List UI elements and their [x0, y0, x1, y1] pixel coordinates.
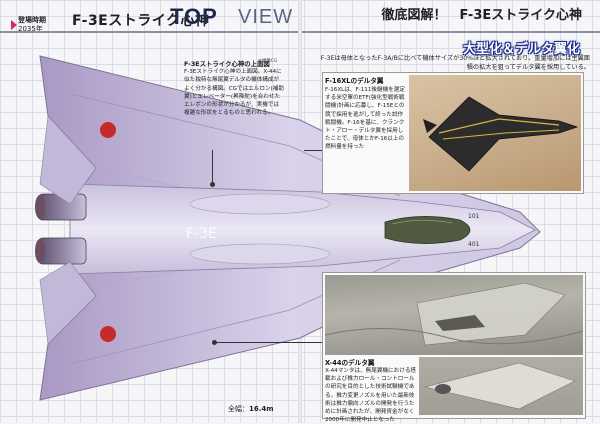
hinomaru-upper: [100, 122, 116, 138]
aircraft-top-view: F-3E 101 401: [35, 55, 541, 401]
intro-paragraph: F-3Eは母体となったF-3A/Bに比べて機体サイズが30%ほど拡大されており、…: [320, 55, 590, 71]
canopy: [384, 216, 471, 244]
tail-code: 101: [468, 213, 480, 220]
era-tag-year: 2035年: [18, 25, 43, 33]
fuselage-marking: F-3E: [186, 226, 217, 242]
top-view-callout: F-3Eストライク心神の上面図 F-3Eストライク心神の上面図。X-44に似た独…: [184, 60, 284, 117]
x44-box-title: X-44のデルタ翼: [325, 359, 375, 367]
x44-photo: [325, 275, 583, 355]
left-page-header: 登場時期 2035年 F-3Eストライク心神 TOP VIEW: [0, 4, 300, 33]
f16xl-jet-icon: [423, 96, 579, 172]
f16xl-box-title: F-16XLのデルタ翼: [325, 77, 384, 85]
wingspan-prefix: 全幅：: [228, 405, 249, 413]
era-tag-label: 登場時期: [18, 16, 46, 24]
x44-leader: [214, 342, 322, 343]
triangle-icon: [11, 20, 17, 30]
right-page-title: 徹底図解！ F-3Eストライク心神: [381, 8, 582, 23]
wingspan-value: 16.4m: [249, 405, 274, 413]
hinomaru-lower: [100, 326, 116, 342]
left-header-rule: [0, 31, 298, 33]
f16xl-leader: [304, 150, 322, 151]
callout-leader-dot: [210, 182, 215, 187]
f16xl-box-body: F-16XLは、F-111後継機を選定する米空軍のETF(強化型戦術戦闘機)計画…: [325, 87, 405, 151]
f16xl-photo: [409, 75, 581, 191]
callout-leader: [212, 150, 213, 184]
fuselage: [69, 183, 536, 275]
cg-credit: ※想像CG: [258, 59, 278, 64]
top-view-title-view: VIEW: [238, 6, 294, 28]
f16xl-box: F-16XLのデルタ翼 F-16XLは、F-111後継機を選定する米空軍のETF…: [322, 72, 584, 194]
x44-photo-overlay: [419, 357, 583, 415]
x44-box-body: X-44マンタは、無尾翼機における搭載および推力ロール・コントロールの研究を目的…: [325, 368, 417, 424]
left-page-title: F-3Eストライク心神: [72, 13, 210, 29]
nose-code: 401: [468, 241, 480, 248]
wingspan-label: 全幅：16.4m: [228, 404, 274, 414]
section-subheading: 大型化＆デルタ翼化: [462, 42, 580, 57]
callout-title: F-3Eストライク心神の上面図: [184, 60, 270, 68]
x44-leader-dot: [212, 340, 217, 345]
era-tag: 登場時期 2035年: [8, 10, 70, 33]
x44-jet-icon: [325, 282, 583, 346]
x44-box: X-44のデルタ翼 X-44マンタは、無尾翼機における搭載および推力ロール・コン…: [322, 272, 586, 423]
engine-nozzles: [35, 193, 87, 265]
top-view-title-top: TOP: [170, 4, 218, 29]
callout-body: F-3Eストライク心神の上面図。X-44に似た独特な無尾翼デルタの機体構成がよく…: [184, 69, 284, 117]
right-header-rule: [302, 31, 600, 33]
